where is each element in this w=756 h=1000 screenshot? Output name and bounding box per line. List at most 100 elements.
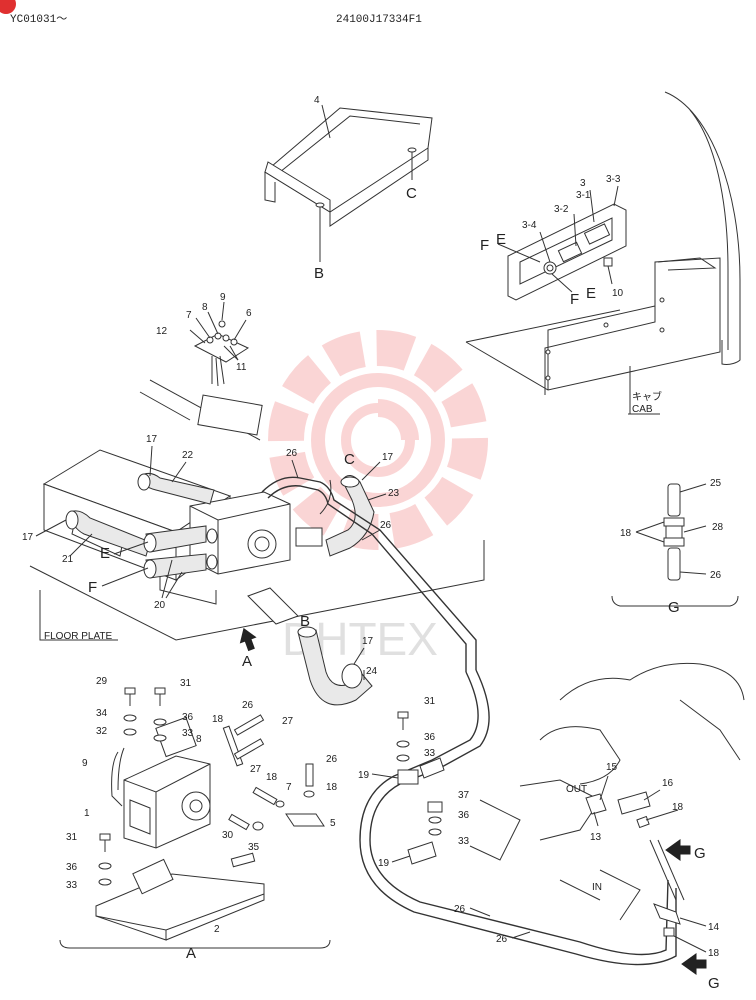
arrow-A-icon — [239, 627, 257, 652]
callout-34: 34 — [96, 708, 108, 719]
callout-4: 4 — [314, 95, 320, 106]
callout-17-c: 17 — [382, 452, 394, 463]
callout-26-heater: 26 — [286, 448, 298, 459]
letter-F-panel-right: F — [570, 291, 579, 308]
callout-21: 21 — [62, 554, 74, 565]
hose-22 — [137, 472, 215, 505]
callout-22: 22 — [182, 450, 194, 461]
callout-19-b: 19 — [378, 858, 390, 869]
callout-26-lower-a: 26 — [454, 904, 466, 915]
callout-10: 10 — [612, 288, 624, 299]
switch-cluster — [189, 301, 250, 387]
callout-17-b: 17 — [22, 532, 34, 543]
callout-9-A: 9 — [82, 758, 88, 769]
control-panel-3 — [497, 185, 627, 301]
detail-A-hardware — [98, 687, 325, 886]
callout-8: 8 — [202, 302, 208, 313]
pipe-26-routing — [359, 669, 685, 966]
watermark-gear-logo — [268, 330, 488, 550]
cab-label-en: CAB — [632, 404, 653, 415]
callout-3-4: 3-4 — [522, 220, 537, 231]
callout-3-2: 3-2 — [554, 204, 569, 215]
callout-15: 15 — [606, 762, 618, 773]
callout-37: 37 — [458, 790, 470, 801]
callout-29: 29 — [96, 676, 108, 687]
floor-plate — [29, 379, 485, 641]
callout-20: 20 — [154, 600, 166, 611]
callout-9: 9 — [220, 292, 226, 303]
letter-E-heater: E — [100, 545, 110, 562]
cab-structure — [465, 91, 741, 415]
hose-20 — [143, 525, 218, 579]
detail-G-fitting — [611, 483, 739, 607]
callout-3-3: 3-3 — [606, 174, 621, 185]
hardware-center — [396, 711, 443, 836]
letter-G-detail: G — [668, 599, 680, 616]
detail-A-heater-bracket — [59, 716, 331, 949]
callout-3: 3 — [580, 178, 586, 189]
callout-5: 5 — [330, 818, 336, 829]
callout-36-A-top: 36 — [182, 712, 194, 723]
callout-31-A-bottom: 31 — [66, 832, 78, 843]
letter-C-top: C — [406, 185, 417, 202]
cab-label-jp: キャブ — [632, 390, 662, 403]
callout-36-A-bottom: 36 — [66, 862, 78, 873]
callout-7: 7 — [186, 310, 192, 321]
letter-G-upper: G — [694, 845, 706, 862]
callout-31-A-top: 31 — [180, 678, 192, 689]
arrow-G-lower-icon — [681, 953, 707, 975]
letter-C-heater: C — [344, 451, 355, 468]
callout-1: 1 — [84, 808, 90, 819]
valve-assembly — [585, 775, 707, 953]
callout-36-right: 36 — [458, 810, 470, 821]
callout-6: 6 — [246, 308, 252, 319]
callout-24: 24 — [366, 666, 378, 677]
letter-F-panel-left: F — [480, 237, 489, 254]
header-left-code: YC01031～ — [10, 14, 67, 26]
callout-17-a: 17 — [146, 434, 158, 445]
callout-18-A-b: 18 — [266, 772, 278, 783]
callout-26-G: 26 — [710, 570, 722, 581]
letter-E-panel-left: E — [496, 231, 506, 248]
callout-35: 35 — [248, 842, 260, 853]
arrow-G-upper-icon — [665, 839, 691, 861]
callout-33-right: 33 — [458, 836, 470, 847]
callout-32: 32 — [96, 726, 108, 737]
label-out: OUT — [566, 784, 587, 795]
duct-4 — [264, 104, 433, 262]
callout-30: 30 — [222, 830, 234, 841]
callout-26-lower-b: 26 — [496, 934, 508, 945]
letter-E-panel-right: E — [586, 285, 596, 302]
label-in: IN — [592, 882, 602, 893]
letter-F-heater: F — [88, 579, 97, 596]
callout-23: 23 — [388, 488, 400, 499]
corner-mark — [0, 0, 16, 14]
callout-33-center: 33 — [424, 748, 436, 759]
callout-27-A-b: 27 — [250, 764, 262, 775]
callout-18-valve-b: 18 — [708, 948, 720, 959]
callout-26-A-b: 26 — [326, 754, 338, 765]
callout-18-valve-a: 18 — [672, 802, 684, 813]
callout-2: 2 — [214, 924, 220, 935]
callout-31-center: 31 — [424, 696, 436, 707]
callout-17-d: 17 — [362, 636, 374, 647]
letter-G-lower: G — [708, 975, 720, 992]
callout-12: 12 — [156, 326, 168, 337]
duct-pipe-lower — [247, 587, 299, 625]
callout-19-a: 19 — [358, 770, 370, 781]
callout-27-A-a: 27 — [282, 716, 294, 727]
hose-24 — [297, 626, 373, 706]
callout-13: 13 — [590, 832, 602, 843]
callout-18-A-a: 18 — [212, 714, 224, 725]
callout-18-A-c: 18 — [326, 782, 338, 793]
engine-outline — [469, 662, 745, 921]
header-part-number: 24100J17334F1 — [336, 14, 422, 26]
floor-plate-label: FLOOR PLATE — [44, 631, 112, 642]
callout-8-A: 8 — [196, 734, 202, 745]
callout-26-A-a: 26 — [242, 700, 254, 711]
callout-3-1: 3-1 — [576, 190, 591, 201]
callout-28: 28 — [712, 522, 724, 533]
callout-16: 16 — [662, 778, 674, 789]
callout-11: 11 — [236, 362, 247, 373]
